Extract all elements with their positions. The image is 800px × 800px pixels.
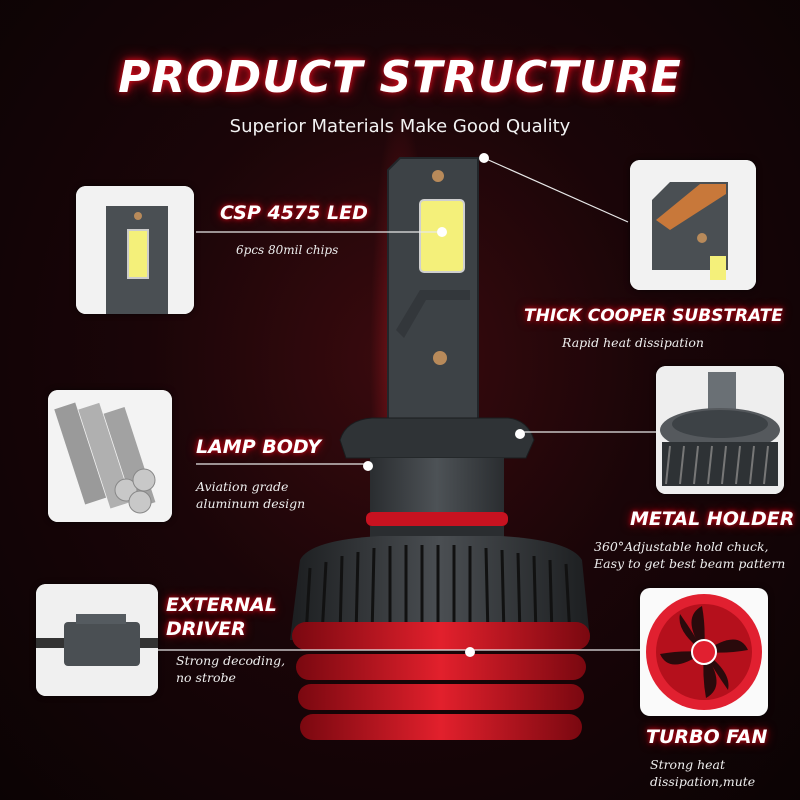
turbo-fan-desc-1: Strong heat bbox=[650, 757, 726, 772]
metal-holder-desc-1: 360°Adjustable hold chuck, bbox=[594, 539, 769, 554]
lamp-body-desc-2: aluminum design bbox=[196, 496, 306, 511]
external-driver-desc-2: no strobe bbox=[176, 670, 236, 685]
thumb-driver bbox=[36, 584, 158, 696]
callout-dots bbox=[363, 153, 525, 657]
lamp-body-title: LAMP BODY bbox=[196, 436, 321, 458]
turbo-fan-image bbox=[646, 594, 762, 710]
lamp-base bbox=[339, 417, 535, 542]
page-title: PRODUCT STRUCTURE bbox=[118, 52, 682, 103]
thumb-aluminum bbox=[48, 390, 172, 522]
page-subtitle: Superior Materials Make Good Quality bbox=[229, 116, 571, 137]
lamp-body-desc-1: Aviation grade bbox=[196, 479, 289, 494]
metal-holder-image bbox=[656, 366, 784, 494]
thumb-csp-led bbox=[76, 186, 194, 314]
thumb-metal-holder bbox=[656, 366, 784, 494]
copper-substrate-image bbox=[630, 160, 756, 290]
led-blade bbox=[387, 157, 479, 421]
substrate-desc: Rapid heat dissipation bbox=[562, 335, 704, 350]
metal-holder-desc-2: Easy to get best beam pattern bbox=[594, 556, 786, 571]
csp-led-desc: 6pcs 80mil chips bbox=[236, 243, 339, 257]
thumb-turbo-fan bbox=[640, 588, 768, 716]
callout-lines bbox=[158, 157, 656, 651]
substrate-title: THICK COOPER SUBSTRATE bbox=[524, 306, 783, 326]
turbo-fan-desc-2: dissipation,mute bbox=[650, 774, 756, 789]
driver-module-image bbox=[36, 584, 158, 696]
thumb-substrate bbox=[630, 160, 756, 290]
external-driver-title-1: EXTERNAL bbox=[166, 594, 277, 616]
fan-housing bbox=[292, 622, 590, 740]
csp-led-title: CSP 4575 LED bbox=[220, 202, 368, 224]
led-chip-closeup-image bbox=[76, 186, 194, 314]
turbo-fan-title: TURBO FAN bbox=[646, 726, 768, 748]
aluminum-rods-image bbox=[48, 390, 172, 522]
metal-holder-title: METAL HOLDER bbox=[630, 508, 795, 530]
external-driver-title-2: DRIVER bbox=[166, 618, 246, 640]
external-driver-desc-1: Strong decoding, bbox=[176, 653, 286, 668]
